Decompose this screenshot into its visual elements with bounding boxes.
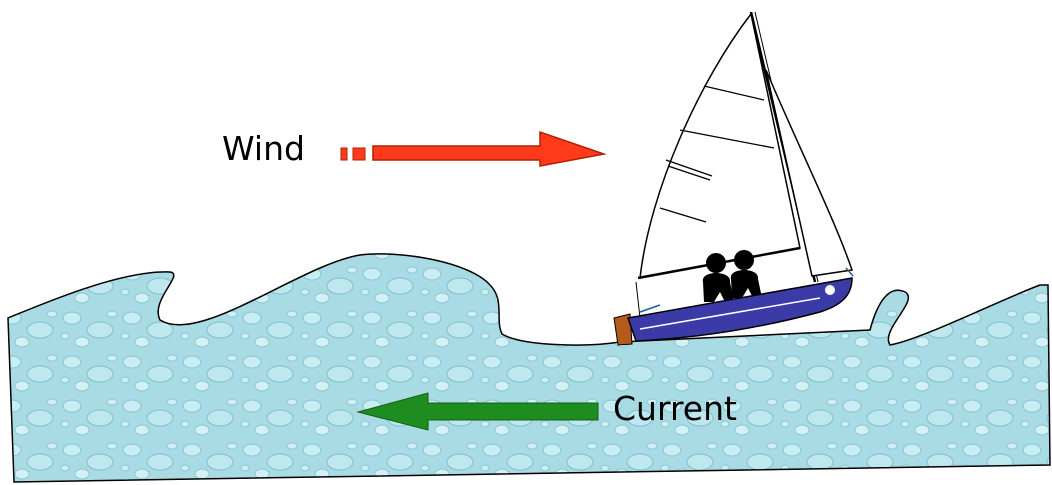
current-label: Current (613, 389, 737, 428)
mainsail (639, 12, 801, 279)
rudder (613, 313, 633, 346)
wind-label: Wind (222, 129, 305, 168)
hull (627, 277, 853, 342)
sailboat-icon (613, 11, 854, 346)
jib-sail (765, 69, 853, 277)
water-waves (7, 253, 1051, 483)
wind-arrow (340, 130, 607, 167)
current-arrow (356, 392, 599, 431)
crew (702, 250, 762, 302)
